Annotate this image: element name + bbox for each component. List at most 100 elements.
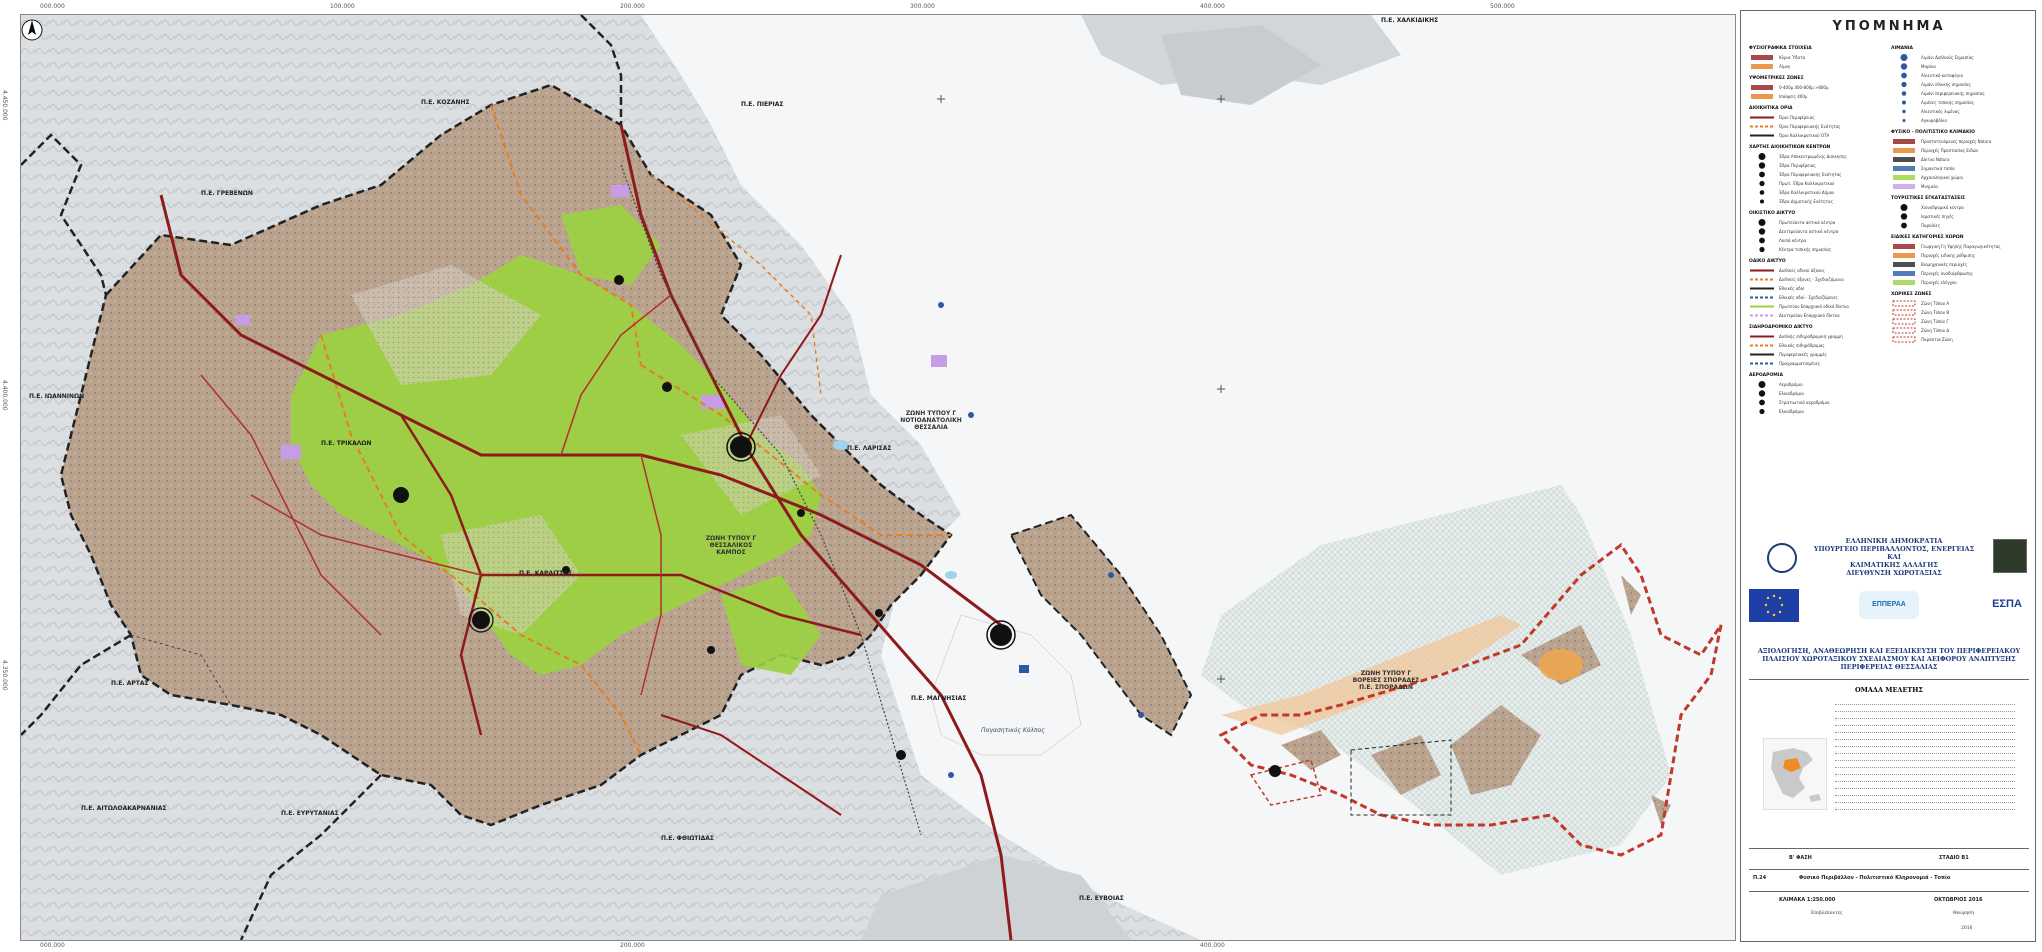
legend-item-label: Μνημεία xyxy=(1921,184,1938,189)
map-number: Π.24 xyxy=(1753,875,1767,881)
legend-symbol-icon xyxy=(1749,267,1775,274)
legend-item: Λίμνη xyxy=(1749,62,1889,71)
legend-item-label: Περιοχές ειδικής ρύθμισης xyxy=(1921,253,1976,258)
legend-item: Όριο Καλλικρατικού ΟΤΑ xyxy=(1749,131,1889,140)
legend-symbol-icon xyxy=(1749,123,1775,130)
city-almyros[interactable] xyxy=(896,750,906,760)
legend-symbol-icon xyxy=(1891,108,1917,115)
road-e75[interactable] xyxy=(619,124,1013,940)
legend-item: Ζώνη Τύπου Α xyxy=(1891,299,2031,308)
legend-item-label: Διεθνείς άξονες - Σχεδιαζόμενοι xyxy=(1779,277,1844,282)
legend-symbol-icon xyxy=(1749,276,1775,283)
legend-item: Στρατιωτικό αεροδρόμιο xyxy=(1749,398,1889,407)
city-elassona[interactable] xyxy=(614,275,624,285)
legend-item: Έδρα Δημοτικής Ενότητας xyxy=(1749,197,1889,206)
legend-item-label: Λοιπά κέντρα xyxy=(1779,238,1807,243)
legend-item-label: Γεωργική Γη Υψηλής Παραγωγικότητας xyxy=(1921,244,2001,249)
legend-item: Εθνικός σιδηρόδρομος xyxy=(1749,341,1889,350)
city-volos[interactable] xyxy=(990,624,1012,646)
road-secondary-2 xyxy=(200,374,382,636)
road-south[interactable] xyxy=(660,714,842,816)
legend-item: Αρχαιολογικοί χώροι xyxy=(1891,173,2031,182)
legend-item-label: Ιαματικές πηγές xyxy=(1921,214,1954,219)
legend-item-label: Σημαντικά τοπία xyxy=(1921,166,1955,171)
legend-symbol-icon xyxy=(1749,180,1775,187)
port-symbol-5 xyxy=(948,772,954,778)
map-graphic xyxy=(21,15,1735,940)
legend-item: Περιοχές αναδιάρθρωσης xyxy=(1891,269,2031,278)
legend-item-label: Παραλίες xyxy=(1921,223,1941,228)
coord-top-3: 200.000 xyxy=(620,3,645,10)
legend-symbol-icon xyxy=(1749,237,1775,244)
legend-symbol-icon xyxy=(1891,300,1917,307)
legend-item-label: Λιμάνι εθνικής σημασίας xyxy=(1921,82,1971,87)
legend-item: Περιοχές ελέγχου xyxy=(1891,278,2031,287)
team-title: ΟΜΑΔΑ ΜΕΛΕΤΗΣ xyxy=(1855,686,1923,694)
legend-item: Ζώνη Τύπου Γ xyxy=(1891,317,2031,326)
legend-symbol-icon xyxy=(1891,54,1917,61)
legend-item: Διεθνείς άξονες - Σχεδιαζόμενοι xyxy=(1749,275,1889,284)
eu-flag-icon xyxy=(1749,589,1799,622)
natura-area-4 xyxy=(931,355,947,367)
label-zone-plain: ΖΩΝΗ ΤΥΠΟΥ Γ ΘΕΣΣΑΛΙΚΟΣ ΚΑΜΠΟΣ xyxy=(705,535,757,556)
legend-item: Έδρα Αποκεντρωμένης Διοίκησης xyxy=(1749,152,1889,161)
study-team-box: ΟΜΑΔΑ ΜΕΛΕΤΗΣ xyxy=(1749,679,2029,849)
legend-item-label: Ζώνη Τύπου Δ xyxy=(1921,328,1950,333)
legend-item-label: Αεροδρόμιο xyxy=(1779,382,1803,387)
legend-symbol-icon xyxy=(1749,132,1775,139)
legend-symbol-icon xyxy=(1891,81,1917,88)
legend-symbol-icon xyxy=(1749,399,1775,406)
legend-item-label: Περιοχές αναδιάρθρωσης xyxy=(1921,271,1973,276)
alonissos-island[interactable] xyxy=(1451,705,1541,795)
legend-left-section-7: ΑΕΡΟΔΡΟΜΙΑ xyxy=(1749,373,1783,378)
road-larisa-north[interactable] xyxy=(740,254,842,456)
legend-item-label: Ζώνη Τύπου Β xyxy=(1921,310,1950,315)
legend-symbol-icon xyxy=(1891,174,1917,181)
legend-item-label: Ελικοδρόμιο xyxy=(1779,391,1804,396)
city-larisa[interactable] xyxy=(730,436,752,458)
legend-left-section-1: ΥΨΟΜΕΤΡΙΚΕΣ ΖΩΝΕΣ xyxy=(1749,76,1804,81)
pelion-peninsula[interactable] xyxy=(1009,513,1193,737)
legend-left-section-6: ΣΙΔΗΡΟΔΡΟΜΙΚΟ ΔΙΚΤΥΟ xyxy=(1749,325,1813,330)
legend-symbol-icon xyxy=(1891,243,1917,250)
legend-symbol-icon xyxy=(1891,72,1917,79)
legend-item-label: Έδρα Δημοτικής Ενότητας xyxy=(1779,199,1833,204)
city-trikala[interactable] xyxy=(393,487,409,503)
legend-item: Όριο Περιφερειακής Ενότητας xyxy=(1749,122,1889,131)
legend-item-label: Έδρα Καλλικρατικού Δήμου xyxy=(1779,190,1835,195)
legend-item-label: Εθνικές οδοί xyxy=(1779,286,1805,291)
legend-symbol-icon xyxy=(1749,390,1775,397)
legend-symbol-icon xyxy=(1749,333,1775,340)
legend-item: Αλιευτικός λιμένας xyxy=(1891,107,2031,116)
city-volos-ring xyxy=(986,620,1016,650)
label-pe-chalkidikis: Π.Ε. ΧΑΛΚΙΔΙΚΗΣ xyxy=(1381,17,1439,24)
legend-symbol-icon xyxy=(1749,114,1775,121)
city-karditsa[interactable] xyxy=(472,611,490,629)
road-e65[interactable] xyxy=(159,194,1002,627)
sporades-zone-boundary[interactable] xyxy=(1218,542,1723,857)
legend-item: Πρωτεύον Επαρχιακό οδικό δίκτυο xyxy=(1749,302,1889,311)
map-canvas[interactable]: Π.Ε. ΚΟΖΑΝΗΣ Π.Ε. ΠΙΕΡΙΑΣ Π.Ε. ΧΑΛΚΙΔΙΚΗ… xyxy=(20,14,1736,941)
legend-item-label: Αλιευτικός λιμένας xyxy=(1921,109,1960,114)
legend-item: Μαρίνα xyxy=(1891,62,2031,71)
road-karditsa-volos[interactable] xyxy=(481,573,862,637)
legend-symbol-icon xyxy=(1749,54,1775,61)
skopelos-island[interactable] xyxy=(1371,735,1441,795)
legend-item-label: Περιοχές Προστασίας Ειδών xyxy=(1921,148,1979,153)
legend-left-section-2: ΔΙΟΙΚΗΤΙΚΑ ΟΡΙΑ xyxy=(1749,106,1793,111)
legend-item-label: Περιοχές ελέγχου xyxy=(1921,280,1957,285)
city-tyrnavos[interactable] xyxy=(662,382,672,392)
legend-symbol-icon xyxy=(1749,360,1775,367)
port-symbol-4 xyxy=(1138,712,1144,718)
legend-item-label: Δίκτυο Natura xyxy=(1921,157,1950,162)
coord-top-2: 100.000 xyxy=(330,3,355,10)
skiathos-island[interactable] xyxy=(1281,730,1341,770)
legend-title: ΥΠΟΜΝΗΜΑ xyxy=(1832,19,1946,34)
legend-item-label: Στρατιωτικό αεροδρόμιο xyxy=(1779,400,1830,405)
legend-item: 0-400μ 400-800μ >800μ xyxy=(1749,83,1889,92)
label-pe-karditsas: Π.Ε. ΚΑΡΔΙΤΣΑΣ xyxy=(519,570,573,577)
legend-item: Βιομηχανικές περιοχές xyxy=(1891,260,2031,269)
grid-crosses xyxy=(937,95,1225,683)
sporades-zone-area xyxy=(1201,485,1671,875)
coord-left-3: 4.350.000 xyxy=(1,660,8,691)
